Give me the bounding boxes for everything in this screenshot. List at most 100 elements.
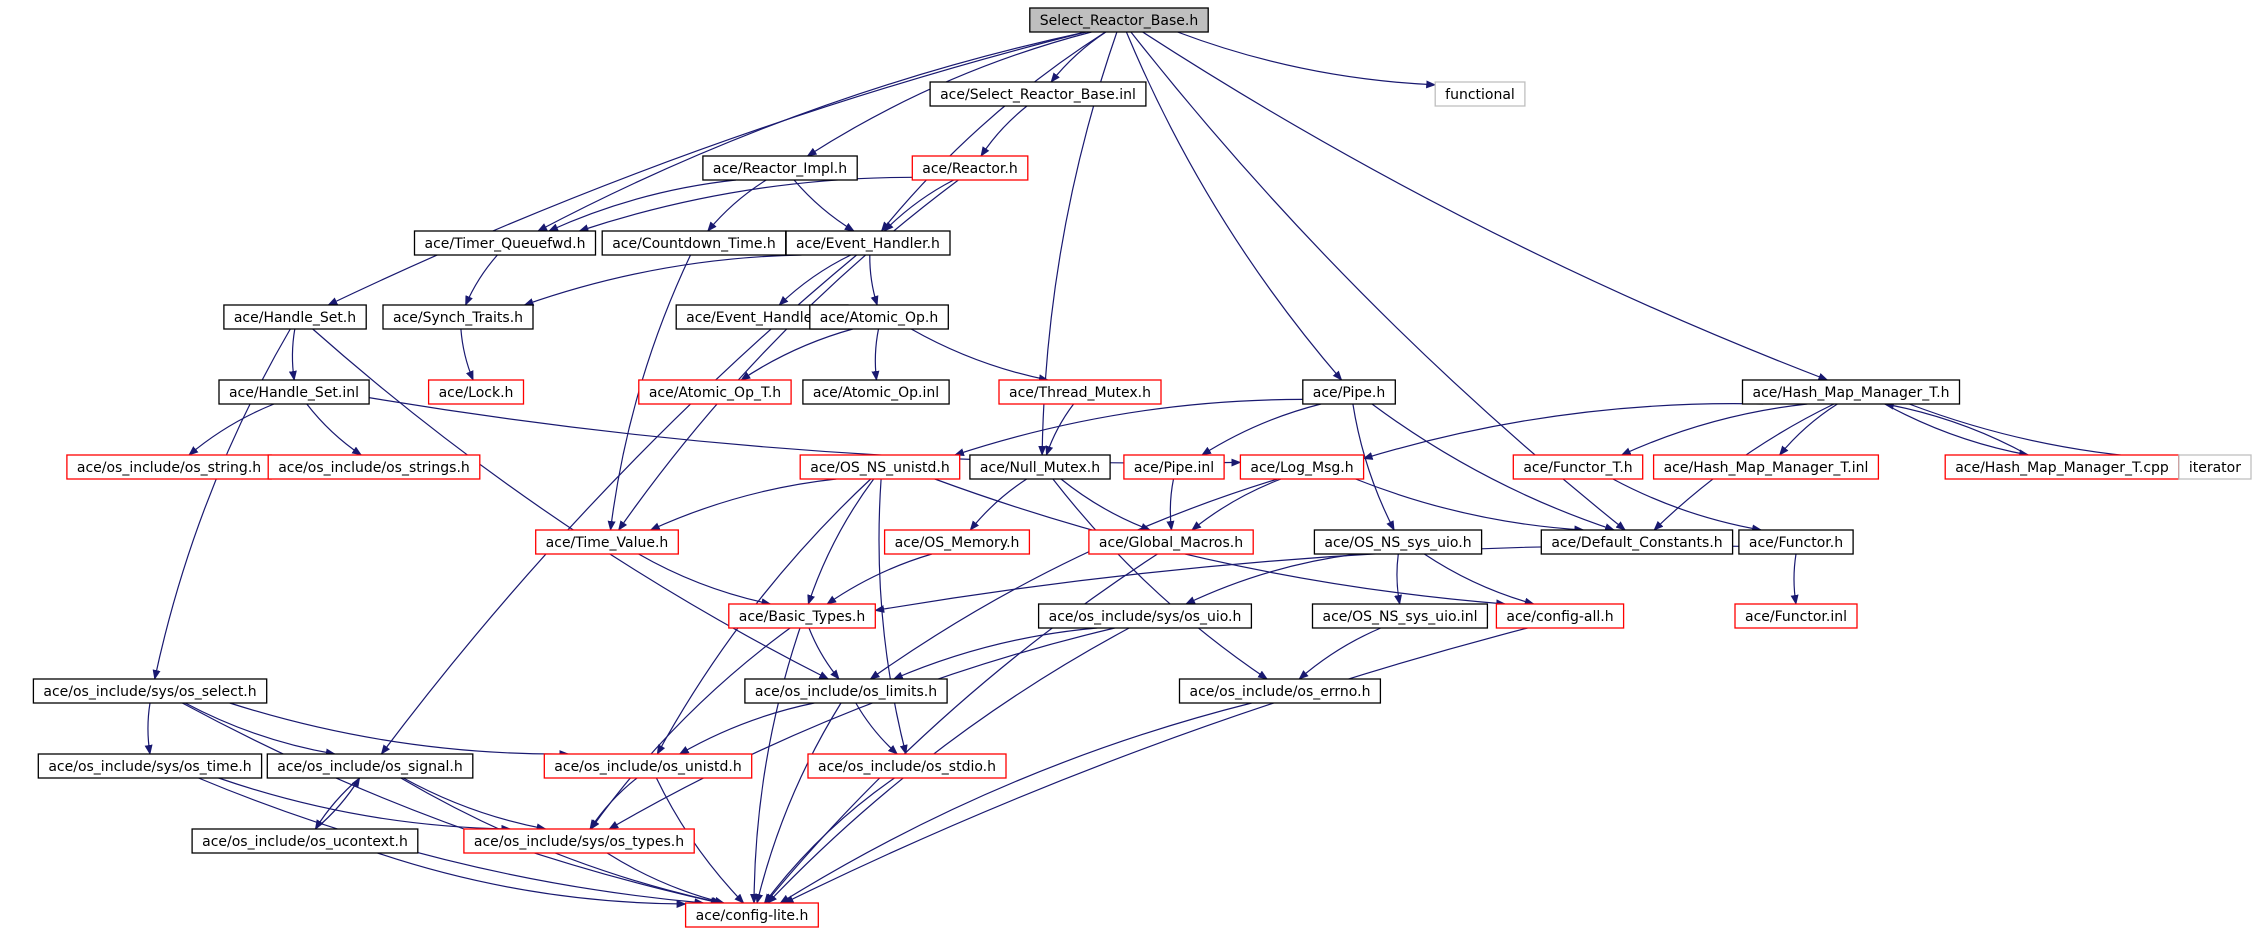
- node-box[interactable]: [1311, 603, 1489, 629]
- edge-event-handler-h-to-synch-traits-h: [523, 254, 802, 306]
- node-box[interactable]: [799, 454, 961, 480]
- node-box[interactable]: [1495, 603, 1625, 629]
- node-box[interactable]: [1734, 603, 1858, 629]
- node-box[interactable]: [1302, 379, 1396, 405]
- node-box[interactable]: [1239, 454, 1365, 480]
- node-os-uio-h[interactable]: ace/os_include/sys/os_uio.h: [1037, 603, 1253, 629]
- node-functor-t-h[interactable]: ace/Functor_T.h: [1512, 454, 1644, 480]
- node-box[interactable]: [267, 454, 481, 480]
- node-box[interactable]: [1512, 454, 1644, 480]
- node-box[interactable]: [2178, 454, 2252, 480]
- node-box[interactable]: [802, 379, 950, 405]
- node-box[interactable]: [223, 304, 367, 330]
- node-default-constants-h[interactable]: ace/Default_Constants.h: [1540, 529, 1734, 555]
- node-label: ace/OS_NS_sys_uio.h: [1324, 535, 1471, 551]
- node-box[interactable]: [1037, 603, 1253, 629]
- node-box[interactable]: [1123, 454, 1225, 480]
- node-config-all-h[interactable]: ace/config-all.h: [1495, 603, 1625, 629]
- node-countdown-time-h[interactable]: ace/Countdown_Time.h: [601, 230, 787, 256]
- node-box[interactable]: [969, 454, 1111, 480]
- node-box[interactable]: [998, 379, 1162, 405]
- node-global-macros-h[interactable]: ace/Global_Macros.h: [1088, 529, 1254, 555]
- node-os-ns-unistd-h[interactable]: ace/OS_NS_unistd.h: [799, 454, 961, 480]
- node-box[interactable]: [1178, 678, 1382, 704]
- node-reactor-impl-h[interactable]: ace/Reactor_Impl.h: [702, 155, 858, 181]
- node-os-strings-h[interactable]: ace/os_include/os_strings.h: [267, 454, 481, 480]
- node-lock-h[interactable]: ace/Lock.h: [427, 379, 525, 405]
- node-box[interactable]: [1738, 529, 1854, 555]
- node-box[interactable]: [266, 753, 474, 779]
- node-iterator[interactable]: iterator: [2178, 454, 2252, 480]
- node-select-reactor-base-h[interactable]: Select_Reactor_Base.h: [1029, 7, 1209, 33]
- node-reactor-h[interactable]: ace/Reactor.h: [911, 155, 1029, 181]
- node-box[interactable]: [382, 304, 534, 330]
- node-box[interactable]: [413, 230, 597, 256]
- node-pipe-h[interactable]: ace/Pipe.h: [1302, 379, 1396, 405]
- node-os-time-h[interactable]: ace/os_include/sys/os_time.h: [37, 753, 263, 779]
- node-label: ace/Functor.h: [1749, 535, 1843, 551]
- node-box[interactable]: [911, 155, 1029, 181]
- node-box[interactable]: [1434, 81, 1526, 107]
- node-box[interactable]: [638, 379, 792, 405]
- node-box[interactable]: [191, 828, 419, 854]
- node-functor-inl[interactable]: ace/Functor.inl: [1734, 603, 1858, 629]
- node-config-lite-h[interactable]: ace/config-lite.h: [684, 902, 819, 928]
- node-select-reactor-base-inl[interactable]: ace/Select_Reactor_Base.inl: [929, 81, 1147, 107]
- node-functional[interactable]: functional: [1434, 81, 1526, 107]
- node-basic-types-h[interactable]: ace/Basic_Types.h: [728, 603, 876, 629]
- node-box[interactable]: [427, 379, 525, 405]
- node-handle-set-inl[interactable]: ace/Handle_Set.inl: [218, 379, 370, 405]
- node-functor-h[interactable]: ace/Functor.h: [1738, 529, 1854, 555]
- node-time-value-h[interactable]: ace/Time_Value.h: [535, 529, 679, 555]
- node-os-ns-sys-uio-inl[interactable]: ace/OS_NS_sys_uio.inl: [1311, 603, 1489, 629]
- node-box[interactable]: [37, 753, 263, 779]
- node-box[interactable]: [1313, 529, 1483, 555]
- node-hash-map-manager-t-cpp[interactable]: ace/Hash_Map_Manager_T.cpp: [1944, 454, 2180, 480]
- node-atomic-op-inl[interactable]: ace/Atomic_Op.inl: [802, 379, 950, 405]
- node-os-ns-sys-uio-h[interactable]: ace/OS_NS_sys_uio.h: [1313, 529, 1483, 555]
- node-thread-mutex-h[interactable]: ace/Thread_Mutex.h: [998, 379, 1162, 405]
- node-box[interactable]: [463, 828, 695, 854]
- node-box[interactable]: [1741, 379, 1961, 405]
- node-box[interactable]: [543, 753, 753, 779]
- node-atomic-op-t-h[interactable]: ace/Atomic_Op_T.h: [638, 379, 792, 405]
- node-synch-traits-h[interactable]: ace/Synch_Traits.h: [382, 304, 534, 330]
- node-os-string-h[interactable]: ace/os_include/os_string.h: [66, 454, 272, 480]
- node-box[interactable]: [807, 753, 1007, 779]
- node-atomic-op-h[interactable]: ace/Atomic_Op.h: [809, 304, 949, 330]
- node-os-ucontext-h[interactable]: ace/os_include/os_ucontext.h: [191, 828, 419, 854]
- node-box[interactable]: [744, 678, 948, 704]
- node-box[interactable]: [883, 529, 1031, 555]
- node-box[interactable]: [535, 529, 679, 555]
- node-box[interactable]: [702, 155, 858, 181]
- node-hash-map-manager-t-h[interactable]: ace/Hash_Map_Manager_T.h: [1741, 379, 1961, 405]
- node-box[interactable]: [1944, 454, 2180, 480]
- node-os-signal-h[interactable]: ace/os_include/os_signal.h: [266, 753, 474, 779]
- node-box[interactable]: [1652, 454, 1880, 480]
- node-os-errno-h[interactable]: ace/os_include/os_errno.h: [1178, 678, 1382, 704]
- node-box[interactable]: [66, 454, 272, 480]
- node-box[interactable]: [809, 304, 949, 330]
- node-box[interactable]: [1029, 7, 1209, 33]
- node-box[interactable]: [32, 678, 268, 704]
- node-box[interactable]: [684, 902, 819, 928]
- node-handle-set-h[interactable]: ace/Handle_Set.h: [223, 304, 367, 330]
- node-null-mutex-h[interactable]: ace/Null_Mutex.h: [969, 454, 1111, 480]
- node-pipe-inl[interactable]: ace/Pipe.inl: [1123, 454, 1225, 480]
- node-box[interactable]: [1088, 529, 1254, 555]
- node-timer-queuefwd-h[interactable]: ace/Timer_Queuefwd.h: [413, 230, 597, 256]
- node-box[interactable]: [785, 230, 951, 256]
- node-box[interactable]: [728, 603, 876, 629]
- node-hash-map-manager-t-inl[interactable]: ace/Hash_Map_Manager_T.inl: [1652, 454, 1880, 480]
- node-os-select-h[interactable]: ace/os_include/sys/os_select.h: [32, 678, 268, 704]
- node-os-unistd-h[interactable]: ace/os_include/os_unistd.h: [543, 753, 753, 779]
- node-box[interactable]: [929, 81, 1147, 107]
- node-event-handler-h[interactable]: ace/Event_Handler.h: [785, 230, 951, 256]
- node-box[interactable]: [218, 379, 370, 405]
- node-os-limits-h[interactable]: ace/os_include/os_limits.h: [744, 678, 948, 704]
- node-os-memory-h[interactable]: ace/OS_Memory.h: [883, 529, 1031, 555]
- node-log-msg-h[interactable]: ace/Log_Msg.h: [1239, 454, 1365, 480]
- node-box[interactable]: [1540, 529, 1734, 555]
- node-os-stdio-h[interactable]: ace/os_include/os_stdio.h: [807, 753, 1007, 779]
- node-os-types-h[interactable]: ace/os_include/sys/os_types.h: [463, 828, 695, 854]
